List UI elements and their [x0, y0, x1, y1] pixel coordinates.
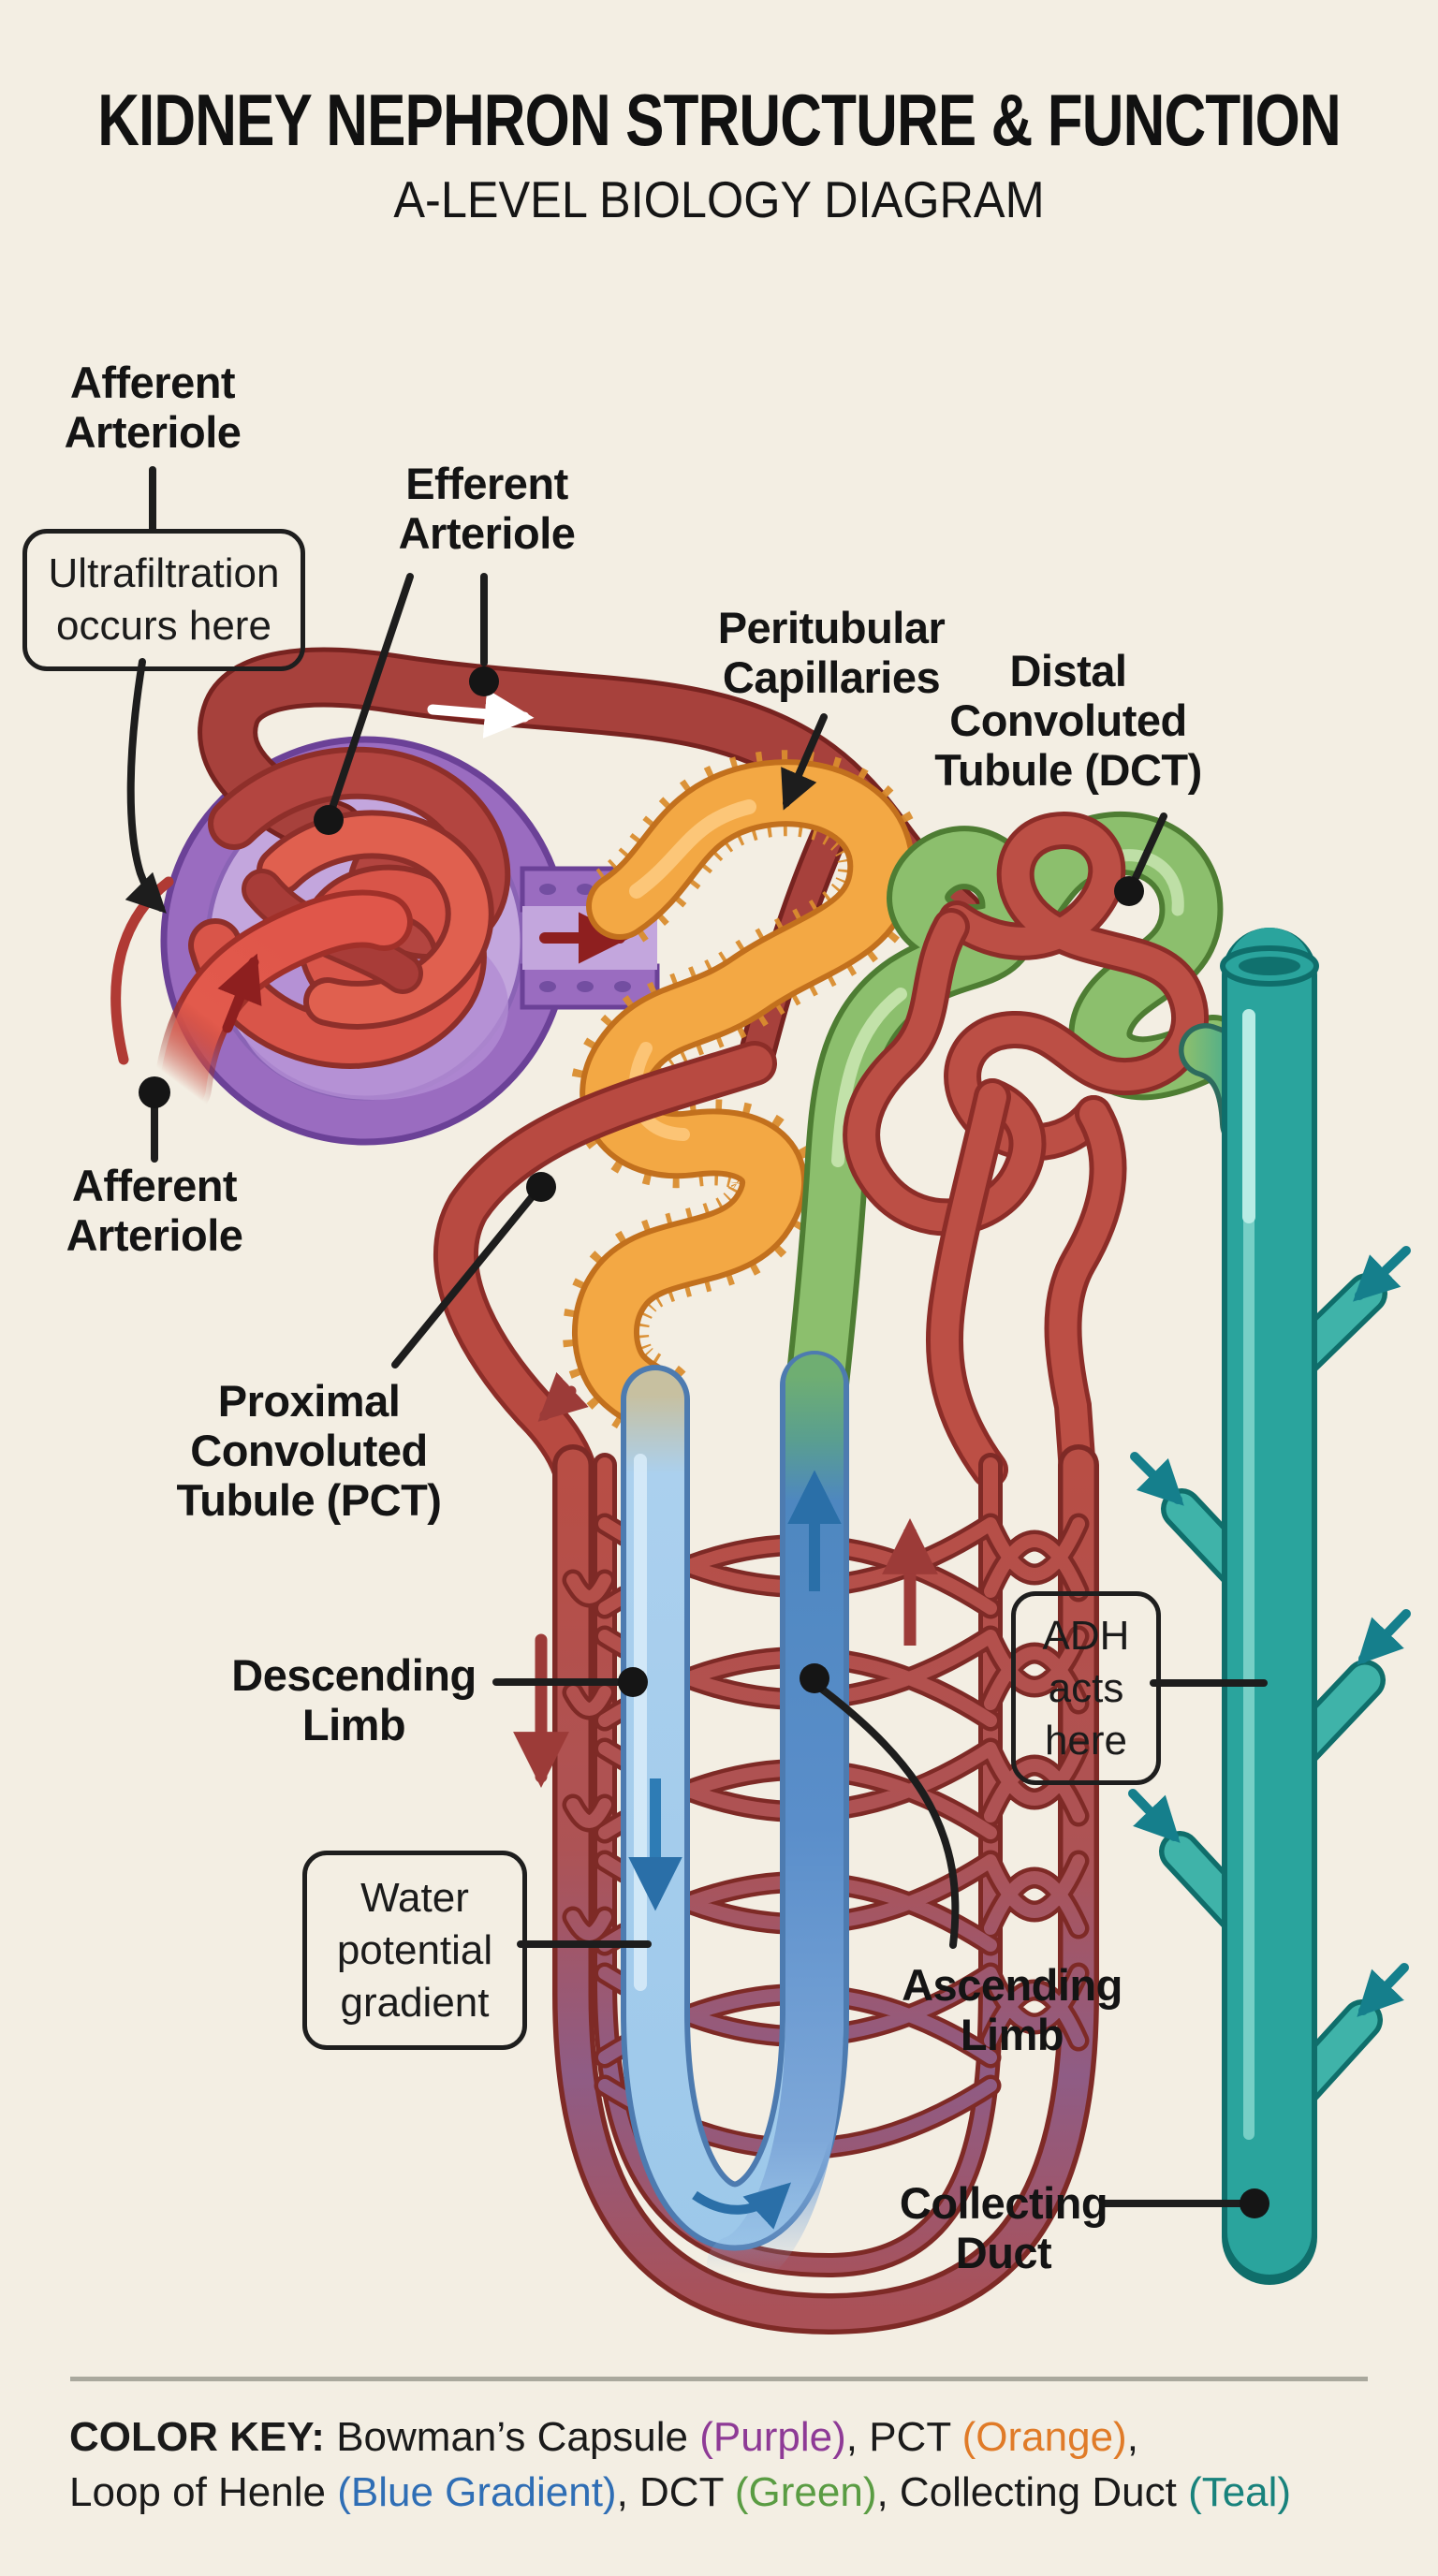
- collecting-duct-vessel: [1128, 928, 1411, 2285]
- color-key-segment-green: (Green): [734, 2469, 877, 2515]
- vasa-recta-inflow-arrow-icon: [537, 1371, 589, 1422]
- pointer-dots: [139, 666, 1269, 2218]
- label-line: Peritubular: [717, 603, 946, 652]
- label-line: Limb: [301, 1700, 406, 1749]
- label-distal-convoluted-tubule: Distal Convoluted Tubule (DCT): [934, 646, 1202, 795]
- callout-line: here: [1044, 1717, 1128, 1764]
- label-line: Arteriole: [66, 1210, 243, 1260]
- color-key-segment-blue: (Blue Gradient): [337, 2469, 617, 2515]
- label-line: Capillaries: [722, 652, 941, 702]
- label-proximal-convoluted-tubule: Proximal Convoluted Tubule (PCT): [177, 1376, 442, 1525]
- color-key-line1: COLOR KEY: Bowman’s Capsule (Purple), PC…: [69, 2409, 1291, 2465]
- callout-line: gradient: [340, 1979, 490, 2026]
- callout-water-potential-gradient: Water potential gradient: [302, 1851, 527, 2050]
- callout-line: ADH: [1042, 1612, 1130, 1659]
- color-key-segment-teal: (Teal): [1188, 2469, 1292, 2515]
- footer-divider: [70, 2377, 1368, 2381]
- loop-of-henle: [621, 1351, 849, 2293]
- page-title: KIDNEY NEPHRON STRUCTURE & FUNCTION: [97, 80, 1341, 162]
- label-peritubular-capillaries: Peritubular Capillaries: [718, 603, 946, 702]
- color-key-segment: , DCT: [616, 2469, 735, 2515]
- callout-ultrafiltration: Ultrafiltration occurs here: [22, 529, 305, 671]
- color-key-segment-purple: (Purple): [699, 2414, 846, 2460]
- label-line: Descending: [231, 1650, 477, 1700]
- label-line: Arteriole: [398, 508, 576, 558]
- label-line: Limb: [960, 2010, 1064, 2059]
- color-key-heading: COLOR KEY:: [69, 2414, 325, 2460]
- callout-adh-acts-here: ADH acts here: [1011, 1591, 1161, 1785]
- callout-line: acts: [1048, 1664, 1124, 1711]
- label-line: Distal: [1009, 646, 1127, 695]
- callout-line: Water: [360, 1874, 469, 1921]
- color-key-segment-orange: (Orange): [961, 2414, 1127, 2460]
- pointer-lines: [125, 466, 1269, 2218]
- afferent-arteriole-vessel: [110, 876, 631, 1117]
- pct-tubule: [563, 750, 925, 1436]
- loop-bend-arrow-icon: [692, 2182, 792, 2230]
- label-line: Efferent: [405, 459, 568, 508]
- white-flow-arrow-icon: [427, 689, 535, 739]
- label-line: Proximal: [217, 1376, 401, 1426]
- label-afferent-arteriole-top: Afferent Arteriole: [65, 358, 242, 457]
- page-subtitle: A-LEVEL BIOLOGY DIAGRAM: [393, 171, 1045, 229]
- color-key-segment: Bowman’s Capsule: [324, 2414, 700, 2460]
- callout-line: potential: [336, 1926, 493, 1973]
- label-line: Ascending: [902, 1960, 1123, 2010]
- label-line: Afferent: [71, 1161, 238, 1210]
- label-descending-limb: Descending Limb: [231, 1650, 477, 1749]
- color-key-line2: Loop of Henle (Blue Gradient), DCT (Gree…: [69, 2465, 1291, 2520]
- label-line: Convoluted: [190, 1426, 428, 1475]
- label-line: Duct: [955, 2228, 1052, 2277]
- label-line: Tubule (DCT): [934, 745, 1202, 795]
- label-line: Convoluted: [949, 695, 1187, 745]
- label-efferent-arteriole: Efferent Arteriole: [399, 459, 576, 558]
- label-line: Arteriole: [64, 407, 242, 457]
- callout-line: Ultrafiltration: [48, 550, 280, 596]
- label-line: Afferent: [69, 358, 236, 407]
- label-afferent-arteriole-bottom: Afferent Arteriole: [66, 1161, 243, 1260]
- label-ascending-limb: Ascending Limb: [902, 1960, 1123, 2059]
- color-key-segment: , PCT: [845, 2414, 962, 2460]
- color-key-segment: Loop of Henle: [69, 2469, 338, 2515]
- adh-inflow-arrow-icons: [1128, 1246, 1411, 2017]
- callout-line: occurs here: [56, 603, 271, 649]
- color-key: COLOR KEY: Bowman’s Capsule (Purple), PC…: [69, 2409, 1291, 2520]
- color-key-segment: , Collecting Duct: [876, 2469, 1189, 2515]
- color-key-segment: ,: [1126, 2414, 1138, 2460]
- label-collecting-duct: Collecting Duct: [900, 2178, 1108, 2277]
- label-line: Tubule (PCT): [176, 1475, 442, 1525]
- label-line: Collecting: [899, 2178, 1108, 2228]
- red-flow-arrow-icon: [217, 953, 262, 1033]
